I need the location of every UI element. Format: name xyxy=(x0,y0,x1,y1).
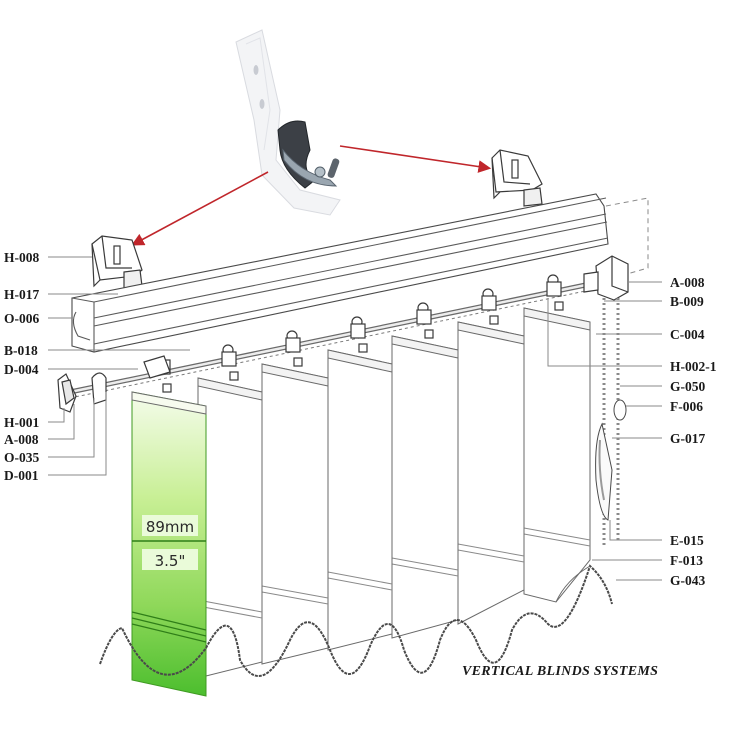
part-label-f-013: F-013 xyxy=(670,553,703,568)
part-label-a-008-right: A-008 xyxy=(670,275,705,290)
dimension-imperial-box xyxy=(142,549,198,570)
arrow-to-right-bracket xyxy=(339,145,492,173)
slat xyxy=(261,363,329,665)
part-label-d-001: D-001 xyxy=(4,468,39,483)
part-label-g-017: G-017 xyxy=(670,431,705,446)
slats: 89mm 3.5" xyxy=(131,307,591,697)
end-cap-assembly xyxy=(57,355,171,413)
part-label-g-043: G-043 xyxy=(670,573,705,588)
slat xyxy=(457,321,525,625)
control-housing xyxy=(583,255,629,301)
part-label-f-006: F-006 xyxy=(670,399,703,414)
ceiling-bracket-left xyxy=(91,235,143,289)
slat xyxy=(523,307,591,603)
part-label-h-001: H-001 xyxy=(4,415,39,430)
part-label-g-050: G-050 xyxy=(670,379,705,394)
part-label-e-015: E-015 xyxy=(670,533,704,548)
part-label-h-008: H-008 xyxy=(4,250,39,265)
part-label-b-009: B-009 xyxy=(670,294,704,309)
bracket-photo xyxy=(235,29,341,216)
ceiling-bracket-right xyxy=(491,149,543,207)
leader-lines xyxy=(48,256,662,581)
part-label-d-004: D-004 xyxy=(4,362,39,377)
slat xyxy=(391,335,459,639)
headrail xyxy=(71,193,609,353)
dimension-metric-box xyxy=(142,515,198,536)
headrail-end-projection xyxy=(605,197,649,277)
arrow-to-left-bracket xyxy=(131,171,269,246)
dimension-metric: 89mm xyxy=(146,518,194,536)
diagram-caption: VERTICAL BLINDS SYSTEMS xyxy=(462,664,658,679)
part-label-o-006: O-006 xyxy=(4,311,39,326)
bottom-chain xyxy=(99,564,613,677)
left-part-labels: H-008 H-017 O-006 B-018 D-004 H-001 A-00… xyxy=(4,250,39,483)
bead-chain xyxy=(595,298,627,545)
part-label-h-017: H-017 xyxy=(4,287,39,302)
right-part-labels: A-008 B-009 C-004 H-002-1 G-050 F-006 G-… xyxy=(670,275,717,588)
slat xyxy=(327,349,393,651)
part-label-a-008-left: A-008 xyxy=(4,432,39,447)
dimension-imperial: 3.5" xyxy=(155,552,186,570)
part-label-o-035: O-035 xyxy=(4,450,39,465)
highlighted-slat: 89mm 3.5" xyxy=(131,391,207,697)
part-label-c-004: C-004 xyxy=(670,327,705,342)
slat xyxy=(197,377,263,679)
part-label-b-018: B-018 xyxy=(4,343,38,358)
part-label-h-002-1: H-002-1 xyxy=(670,359,717,374)
